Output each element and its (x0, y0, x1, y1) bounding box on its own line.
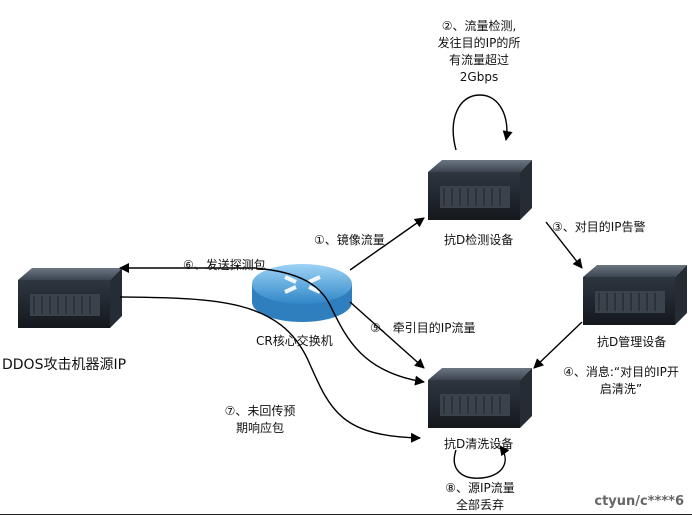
management-device-label: 抗D管理设备 (597, 335, 667, 349)
step7-label: ⑦、未回传预 期响应包 (210, 403, 310, 437)
step1-arrow (349, 217, 425, 271)
step5-label: ⑤、牵引目的IP流量 (370, 321, 476, 335)
detection-device-label: 抗D检测设备 (444, 233, 514, 247)
step4-line1: ④、消息:“对目的IP开 (563, 365, 679, 379)
management-server-icon (583, 265, 687, 325)
detection-server-icon (428, 160, 532, 220)
step7-line1: ⑦、未回传预 (224, 404, 296, 418)
cleaning-device-label: 抗D清洗设备 (444, 437, 514, 451)
step4-label: ④、消息:“对目的IP开 启清洗” (548, 364, 692, 398)
cleaning-server-icon (428, 368, 532, 428)
core-router-icon (252, 264, 352, 322)
step8-loop-arrow (453, 445, 510, 479)
router-label: CR核心交换机 (256, 334, 333, 348)
step8-line1: ⑧、源IP流量 (445, 481, 515, 495)
step2-label: ②、流量检测, 发往目的IP的所 有流量超过 2Gbps (414, 18, 544, 86)
step5-arrow (349, 301, 425, 369)
step2-loop-arrow (452, 94, 513, 151)
step6-label: ⑥、发送探测包 (183, 258, 266, 272)
attacker-label: DDOS攻击机器源IP (2, 357, 127, 373)
step8-label: ⑧、源IP流量 全部丢弃 (430, 480, 530, 514)
step4-arrow (533, 321, 583, 369)
attacker-server-icon (18, 268, 122, 328)
step1-label: ①、镜像流量 (314, 233, 385, 247)
watermark: ctyun/c****6 (594, 494, 684, 509)
step7-arrow (119, 296, 421, 443)
step2-line3: 有流量超过 (448, 53, 509, 67)
step7-line2: 期响应包 (235, 421, 284, 435)
step2-line4: 2Gbps (459, 70, 499, 84)
step3-label: ③、对目的IP告警 (552, 220, 646, 234)
step2-line2: 发往目的IP的所 (437, 36, 521, 50)
return-flow-arrow (254, 267, 425, 386)
step4-line2: 启清洗” (599, 382, 643, 396)
step3-arrow (545, 221, 583, 269)
step8-line2: 全部丢弃 (455, 498, 504, 512)
step2-line1: ②、流量检测, (441, 19, 517, 33)
